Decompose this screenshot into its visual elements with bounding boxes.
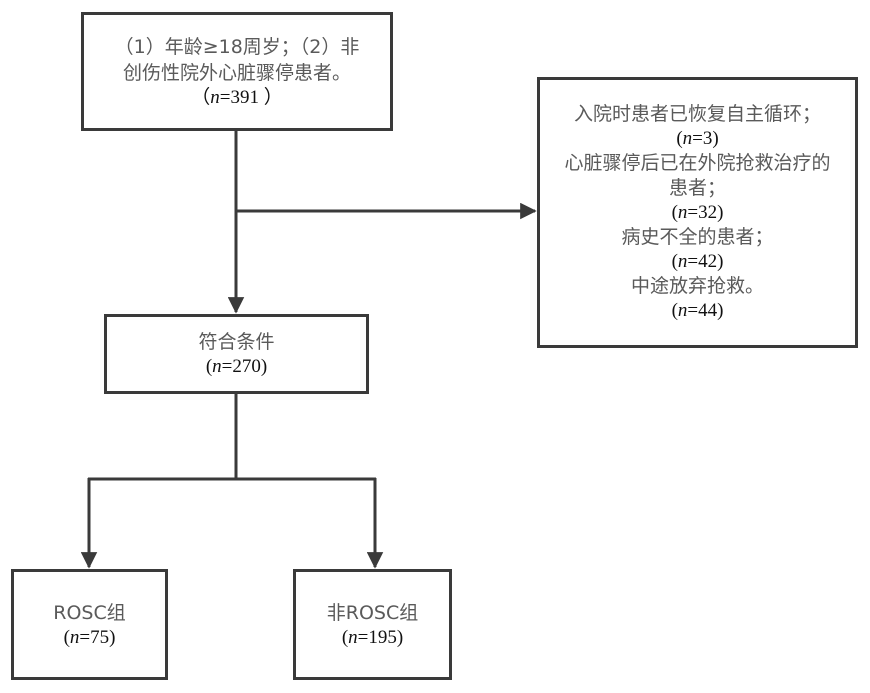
non-rosc-group-box: 非ROSC组 (n=195) — [293, 569, 452, 680]
n-symbol: n — [677, 251, 688, 272]
exclusion-item-4-count: (n=44) — [671, 300, 724, 321]
n-symbol: n — [69, 626, 80, 648]
non-rosc-group-count: (n=195) — [341, 626, 404, 648]
count-value: =42 — [687, 251, 718, 272]
count-value: =195 — [357, 626, 397, 648]
exclusion-item-2-label-cont: 患者； — [668, 177, 726, 199]
non-rosc-group-label: 非ROSC组 — [326, 601, 419, 624]
eligible-count: (n=270) — [205, 356, 268, 377]
n-symbol: n — [210, 86, 220, 108]
n-symbol: n — [212, 356, 222, 377]
count-value: =391 — [219, 86, 259, 108]
rosc-group-count: (n=75) — [63, 626, 116, 648]
count-value: =32 — [687, 202, 718, 223]
n-symbol: n — [677, 202, 688, 223]
paren-open: （ — [191, 86, 211, 108]
n-symbol: n — [682, 128, 693, 149]
exclusion-item-3-label: 病史不全的患者； — [621, 226, 774, 248]
exclusion-item-3-count: (n=42) — [671, 251, 724, 272]
rosc-group-box: ROSC组 (n=75) — [11, 569, 168, 680]
count-value: =75 — [79, 626, 110, 648]
n-symbol: n — [348, 626, 358, 648]
exclusion-item-4-label: 中途放弃抢救。 — [630, 275, 764, 297]
paren-close: ） — [258, 86, 283, 108]
rosc-group-label: ROSC组 — [53, 601, 126, 624]
eligible-box: 符合条件 (n=270) — [104, 314, 369, 394]
exclusion-item-2-label: 心脏骤停后已在外院抢救治疗的 — [564, 152, 831, 174]
exclusion-item-1-label: 入院时患者已恢复自主循环； — [573, 103, 821, 125]
eligible-label: 符合条件 — [198, 331, 275, 353]
count-value: =270 — [221, 356, 261, 377]
count-value: =3 — [692, 128, 713, 149]
inclusion-criteria-line-1: （1）年龄≥18周岁；（2）非 — [114, 35, 360, 58]
inclusion-criteria-box: （1）年龄≥18周岁；（2）非 创伤性院外心脏骤停患者。 （n=391 ） — [81, 12, 393, 131]
inclusion-count: （n=391 ） — [191, 86, 283, 110]
exclusion-item-1-count: (n=3) — [676, 128, 719, 149]
n-symbol: n — [677, 300, 688, 321]
exclusion-item-2-count: (n=32) — [671, 202, 724, 223]
inclusion-criteria-line-2: 创伤性院外心脏骤停患者。 — [122, 61, 351, 84]
exclusion-criteria-box: 入院时患者已恢复自主循环； (n=3) 心脏骤停后已在外院抢救治疗的 患者； (… — [537, 77, 858, 348]
count-value: =44 — [687, 300, 718, 321]
